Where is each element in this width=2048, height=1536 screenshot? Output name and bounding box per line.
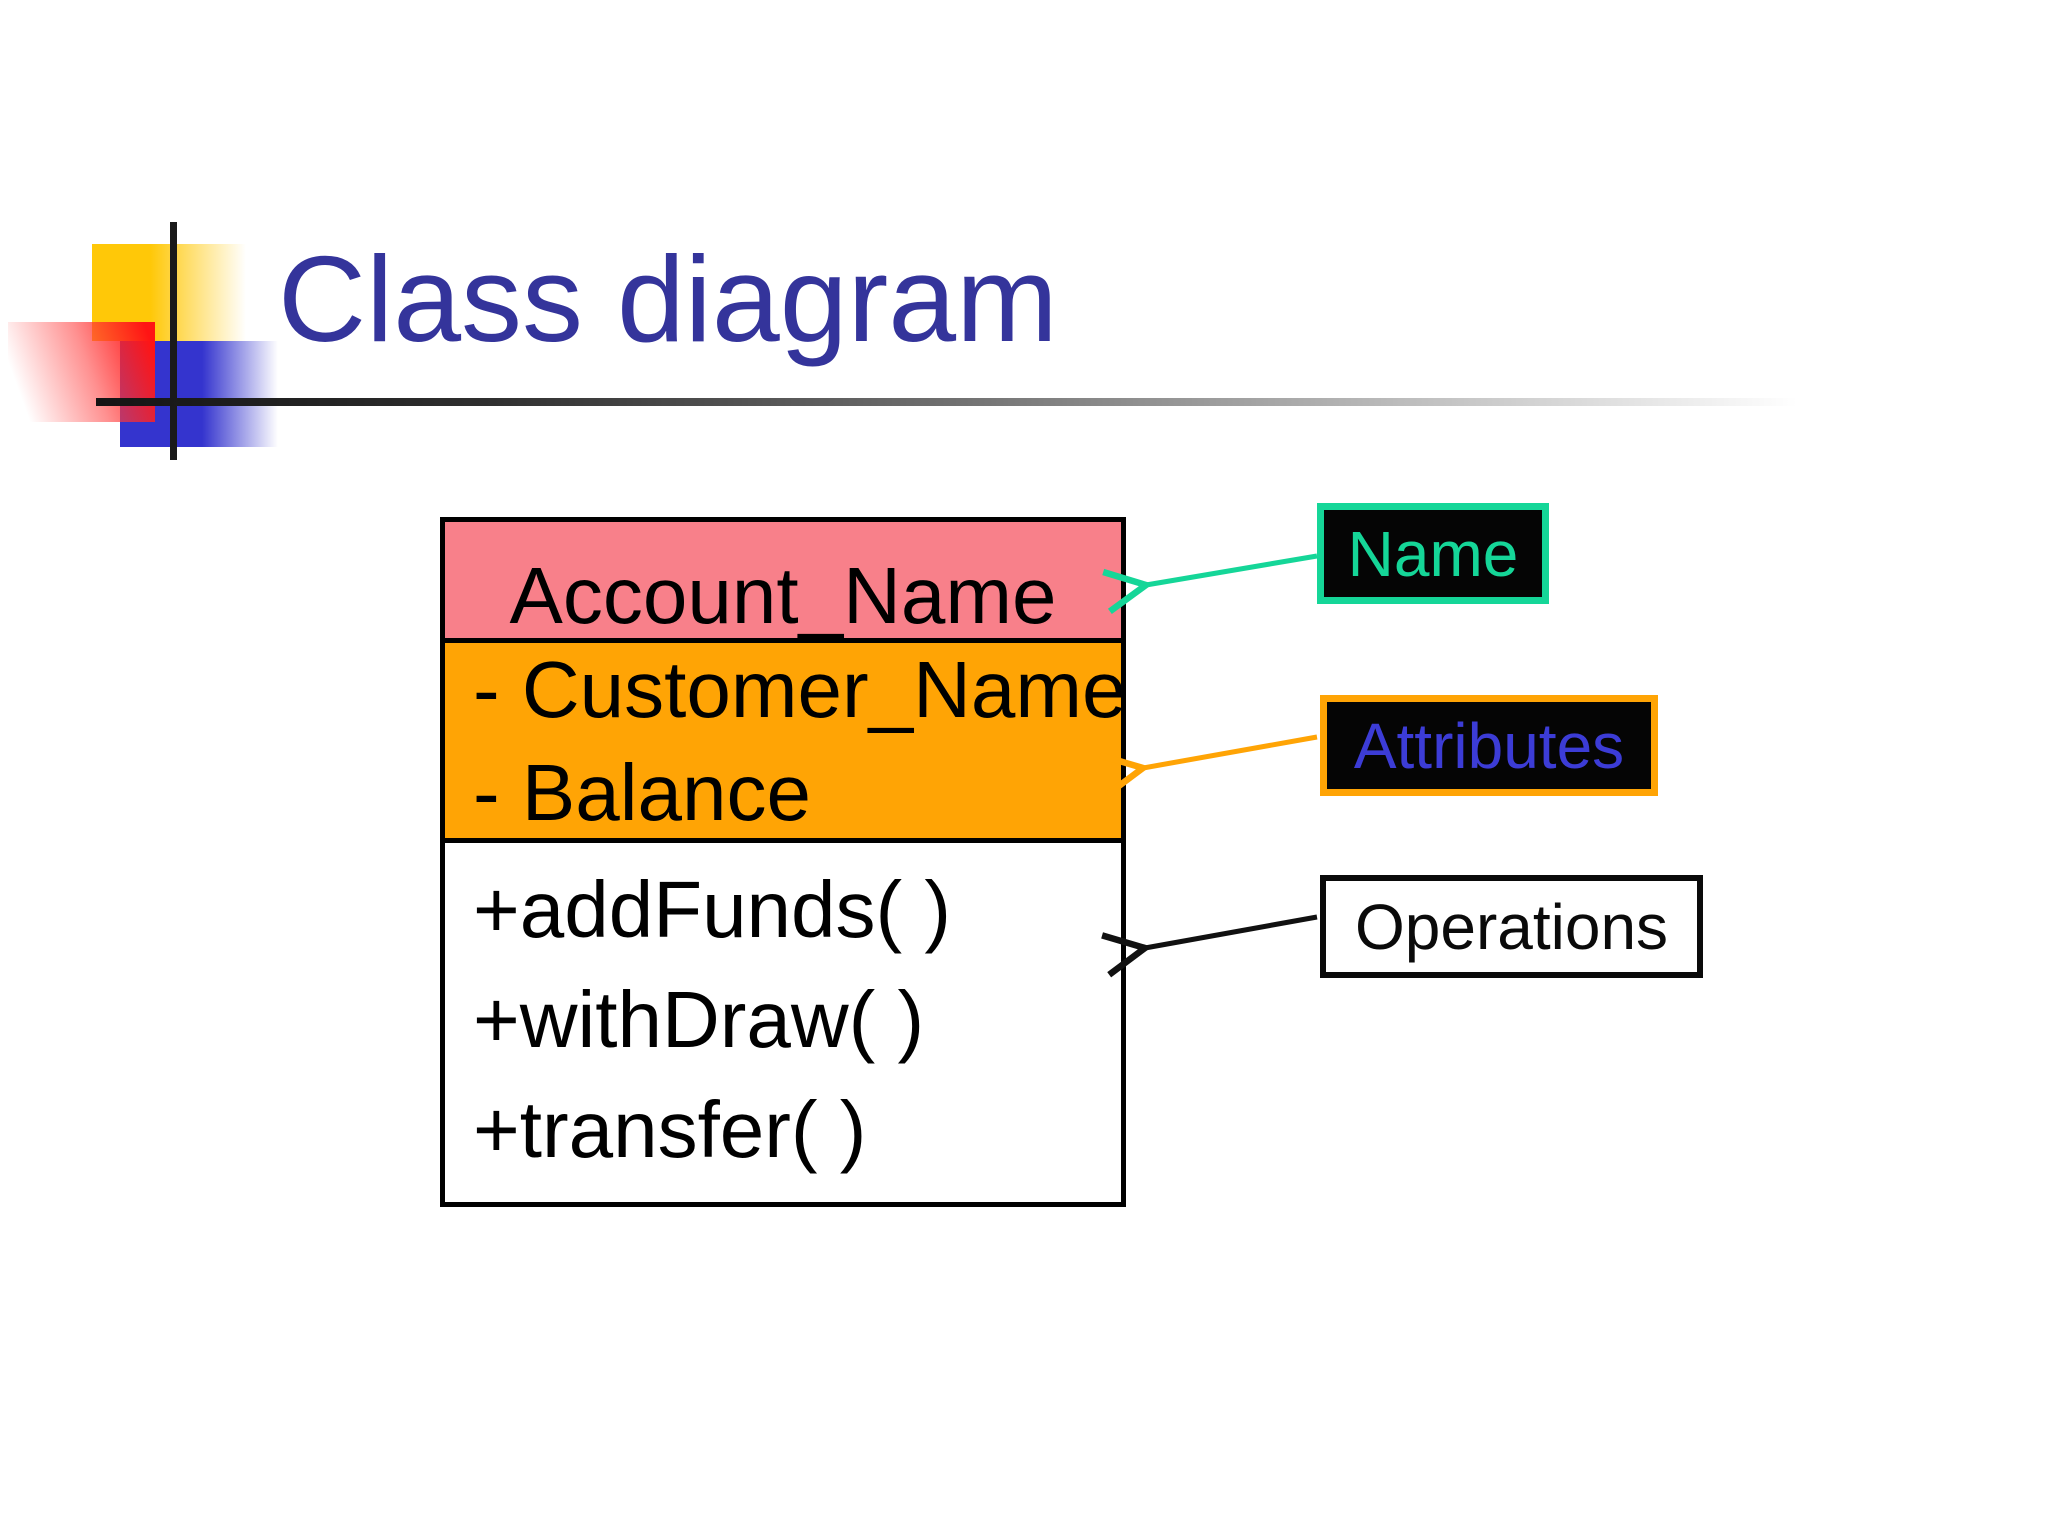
operations-label: Operations (1320, 875, 1703, 978)
class-attributes-compartment: - Customer_Name - Balance (445, 643, 1127, 843)
class-name-compartment: Account_Name (445, 522, 1121, 643)
uml-class-box: Account_Name - Customer_Name - Balance +… (440, 517, 1127, 1207)
name-label-text: Name (1347, 517, 1519, 590)
class-operations-compartment: +addFunds( ) +withDraw( ) +transfer( ) (445, 843, 1121, 1202)
operations-label-text: Operations (1354, 890, 1669, 963)
operation-item: +transfer( ) (473, 1085, 867, 1174)
logo-vertical-line (170, 222, 177, 460)
name-arrow (1146, 553, 1318, 585)
name-label: Name (1317, 503, 1549, 604)
attribute-item: - Customer_Name (473, 644, 1127, 734)
logo-red-square (8, 322, 155, 422)
attributes-arrow (1143, 734, 1318, 768)
attribute-item: - Balance (473, 747, 811, 837)
operation-item: +addFunds( ) (473, 865, 952, 954)
attributes-label-text: Attributes (1353, 709, 1625, 782)
attributes-label: Attributes (1320, 695, 1658, 796)
operations-arrow (1145, 914, 1318, 948)
class-name-text: Account_Name (509, 551, 1057, 640)
page-title: Class diagram (278, 231, 1058, 367)
operation-item: +withDraw( ) (473, 975, 925, 1064)
title-underline-rule (96, 398, 1868, 406)
